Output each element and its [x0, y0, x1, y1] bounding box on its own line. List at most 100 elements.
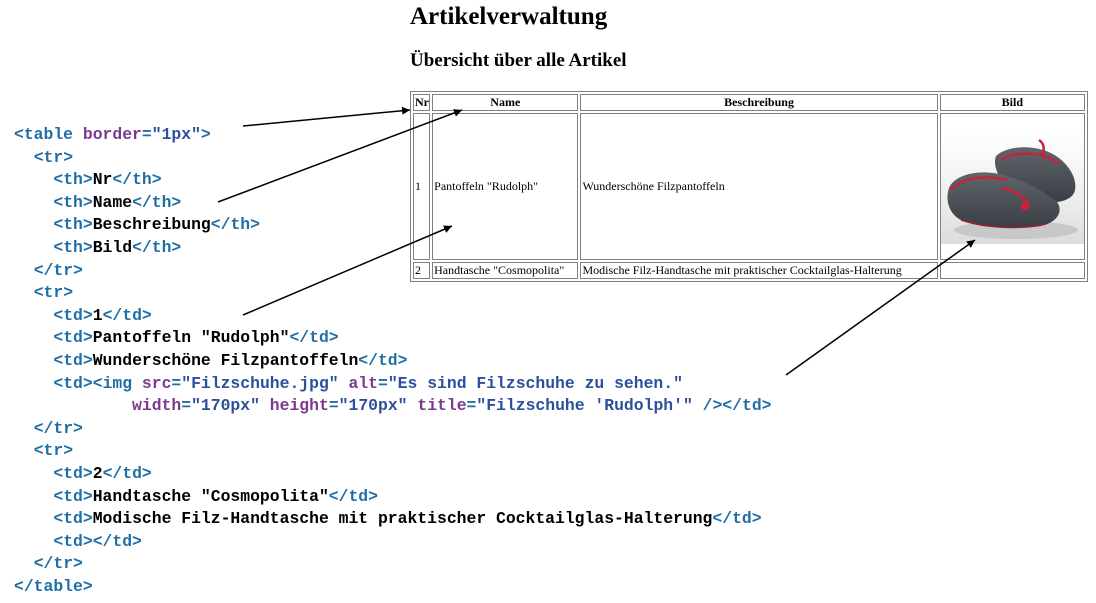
code-token-tag: <tr> — [33, 283, 74, 303]
code-token-tag: </tr> — [33, 260, 83, 280]
code-token-tag: </th> — [132, 192, 182, 212]
code-line: <table border="1px"> — [14, 124, 772, 147]
code-token-txt: 2 — [92, 463, 103, 483]
code-token-txt — [14, 306, 53, 325]
code-token-attr: src — [141, 373, 172, 393]
code-token-txt — [14, 464, 53, 483]
code-token-tag: <td> — [53, 328, 93, 348]
code-token-tag: </table> — [14, 576, 93, 596]
code-line: <td>1</td> — [14, 305, 772, 328]
code-token-tag — [339, 374, 349, 393]
code-token-attr: alt — [348, 373, 378, 393]
code-line: <td>Pantoffeln "Rudolph"</td> — [14, 327, 772, 350]
page-subtitle: Übersicht über alle Artikel — [410, 50, 627, 71]
code-token-txt: 1 — [92, 305, 103, 325]
code-line: <td>2</td> — [14, 463, 772, 486]
code-token-txt: Beschreibung — [92, 215, 211, 235]
code-token-attr: width — [132, 396, 182, 416]
code-token-tag: <table — [14, 125, 83, 144]
code-line: <td></td> — [14, 531, 772, 554]
code-token-tag: </td> — [102, 463, 152, 483]
code-token-tag: /></td> — [692, 396, 772, 416]
header-name: Name — [432, 94, 579, 111]
code-token-txt: Pantoffeln "Rudolph" — [92, 328, 290, 348]
code-line: <tr> — [14, 440, 772, 463]
code-token-val: "Es sind Filzschuhe zu sehen." — [387, 373, 683, 393]
code-line: <tr> — [14, 147, 772, 170]
code-token-txt: Wunderschöne Filzpantoffeln — [92, 350, 359, 370]
code-token-txt: Nr — [92, 170, 113, 190]
code-token-txt — [14, 148, 34, 167]
code-token-tag: <tr> — [33, 147, 74, 167]
code-token-tag: <td><img — [53, 373, 142, 393]
code-token-tag: <td> — [53, 509, 93, 529]
code-token-tag: <th> — [53, 215, 93, 235]
code-line: <tr> — [14, 282, 772, 305]
html-code-listing: <table border="1px"> <tr> <th>Nr</th> <t… — [14, 124, 772, 598]
code-token-val: "Filzschuhe 'Rudolph'" — [476, 396, 693, 416]
code-token-txt — [14, 351, 53, 370]
code-token-val: "1px" — [151, 125, 201, 144]
code-token-attr: border — [82, 125, 142, 144]
code-token-txt — [14, 374, 53, 393]
code-line: <th>Name</th> — [14, 192, 772, 215]
code-token-txt: Name — [92, 192, 133, 212]
code-line: </table> — [14, 576, 772, 599]
code-token-txt: Bild — [92, 237, 133, 257]
code-token-txt — [14, 238, 53, 257]
code-token-txt — [14, 441, 34, 460]
code-token-txt — [14, 283, 34, 302]
code-token-tag: <td> — [53, 305, 93, 325]
code-line: </tr> — [14, 260, 772, 283]
code-line: <td>Modische Filz-Handtasche mit praktis… — [14, 508, 772, 531]
code-token-tag: <th> — [53, 192, 93, 212]
code-line: <td>Wunderschöne Filzpantoffeln</td> — [14, 350, 772, 373]
slippers-image — [940, 129, 1084, 244]
code-line: <th>Nr</th> — [14, 169, 772, 192]
code-token-tag: <td> — [53, 486, 93, 506]
code-token-tag: <td> — [53, 463, 93, 483]
code-line: </tr> — [14, 418, 772, 441]
code-token-txt — [14, 170, 53, 189]
code-token-tag: = — [171, 373, 182, 393]
header-beschreibung: Beschreibung — [580, 94, 938, 111]
code-line: <td><img src="Filzschuhe.jpg" alt="Es si… — [14, 373, 772, 396]
code-token-tag: </th> — [132, 237, 182, 257]
code-token-txt — [14, 396, 132, 415]
code-token-txt — [14, 193, 53, 212]
cell-bild — [939, 113, 1085, 260]
code-token-txt — [14, 487, 53, 506]
header-bild: Bild — [939, 94, 1085, 111]
code-token-tag: </th> — [112, 170, 162, 190]
code-token-tag: <th> — [53, 237, 93, 257]
code-token-attr: title — [417, 396, 467, 416]
code-token-tag: </td> — [328, 486, 378, 506]
code-token-tag: <tr> — [33, 441, 74, 461]
code-line: width="170px" height="170px" title="Filz… — [14, 395, 772, 418]
code-token-tag: <th> — [53, 170, 93, 190]
code-token-tag: </td> — [289, 328, 339, 348]
cell-bild — [939, 262, 1085, 279]
code-token-tag: </tr> — [33, 554, 83, 574]
header-nr: Nr — [413, 94, 431, 111]
code-token-tag: = — [466, 396, 477, 416]
code-token-txt — [14, 554, 34, 573]
code-token-tag: </td> — [102, 305, 152, 325]
code-token-tag: <td></td> — [53, 531, 142, 551]
code-token-val: "Filzschuhe.jpg" — [181, 373, 339, 393]
code-token-txt — [14, 328, 53, 347]
table-header-row: Nr Name Beschreibung Bild — [413, 94, 1085, 111]
code-token-tag: = — [141, 125, 152, 144]
code-line: <th>Bild</th> — [14, 237, 772, 260]
code-line: </tr> — [14, 553, 772, 576]
code-token-tag: = — [181, 396, 192, 416]
code-token-attr: height — [269, 396, 329, 416]
code-token-val: "170px" — [338, 396, 408, 416]
code-token-tag: </td> — [712, 509, 762, 529]
code-token-tag — [408, 396, 418, 415]
cell-beschreibung: Wunderschöne Filzpantoffeln — [580, 113, 938, 260]
code-token-txt — [14, 215, 53, 234]
code-token-txt: Handtasche "Cosmopolita" — [92, 486, 329, 506]
code-line: <td>Handtasche "Cosmopolita"</td> — [14, 486, 772, 509]
code-token-txt — [14, 509, 53, 528]
